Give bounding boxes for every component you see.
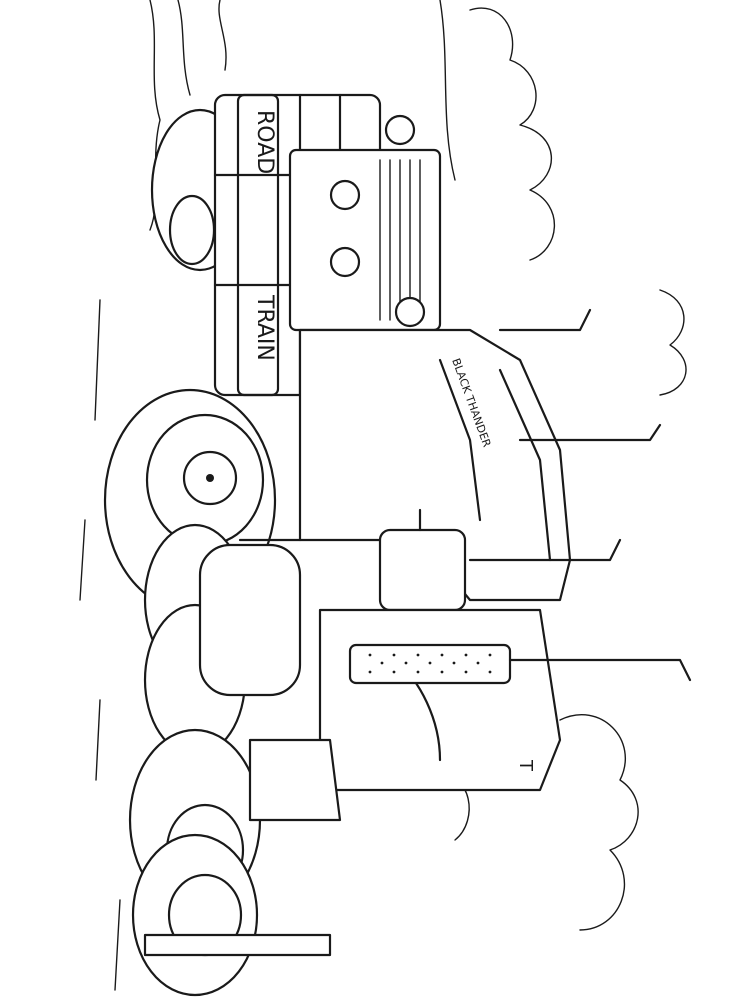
headlight [329,246,361,278]
headlight [384,114,416,146]
bull-bar-word-1: ROAD [252,110,277,174]
rear-badge: T [515,759,536,772]
cab-body: BLACK THANDER [298,328,572,602]
bull-bar-word-2: TRAIN [252,294,277,361]
grille [288,114,442,332]
headlight [329,179,361,211]
sleeper: T [318,608,562,792]
background-scenery [79,0,687,991]
exhaust-stacks [468,308,692,682]
chassis [143,538,342,957]
headlight [394,296,426,328]
air-cleaner [348,643,512,685]
fuel-tank [198,508,467,697]
